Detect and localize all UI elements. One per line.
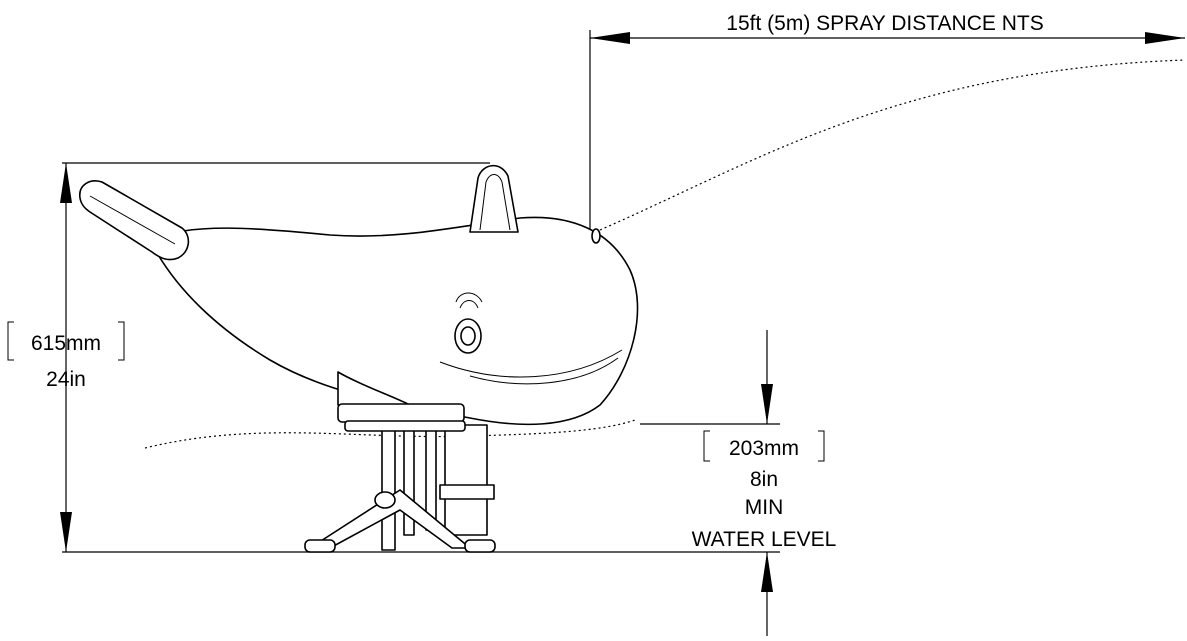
water-metric-label: 203mm [729, 437, 799, 460]
whale-dorsal-fin [469, 164, 519, 233]
stand-clamp [439, 484, 495, 500]
whale-pupil [460, 326, 476, 346]
height-bracket-right [118, 321, 125, 361]
water-level-label: WATER LEVEL [692, 528, 837, 551]
whale-tail [79, 180, 190, 261]
arrow-right-icon [1145, 32, 1185, 44]
spray-trajectory [599, 59, 1186, 231]
height-dimension: 615mm 24in [7, 162, 490, 552]
water-min-label: MIN [745, 496, 784, 519]
whale-mouth [439, 349, 623, 378]
arrow-left-icon [590, 32, 630, 44]
whale-dorsal-inner [479, 174, 511, 231]
arrow-down-icon [761, 384, 773, 424]
whale-seat-base [344, 420, 466, 432]
whale-seat [337, 403, 465, 423]
height-bracket-left [7, 321, 14, 361]
stand-post [381, 429, 396, 551]
water-level-dimension: 203mm 8in MIN WATER LEVEL [640, 330, 836, 636]
whale-stand [304, 424, 496, 553]
whale-body [149, 216, 639, 426]
whale-brow-icon [455, 292, 483, 303]
stand-foot [464, 539, 496, 553]
stand-bolt [374, 491, 396, 509]
height-metric-label: 615mm [31, 332, 101, 355]
height-imperial-label: 24in [46, 368, 86, 391]
water-bracket-left [703, 430, 710, 462]
spray-distance-dimension: 15ft (5m) SPRAY DISTANCE NTS [589, 12, 1185, 232]
whale-nozzle [591, 228, 601, 244]
whale-tail-edge [89, 195, 176, 245]
water-bracket-right [818, 430, 825, 462]
water-imperial-label: 8in [750, 468, 778, 491]
whale-illustration [79, 164, 639, 553]
whale-brow-inner [459, 300, 479, 309]
arrow-up-icon [60, 163, 72, 203]
stand-foot [304, 539, 336, 553]
whale-mouth-lower [469, 357, 619, 385]
spray-distance-label: 15ft (5m) SPRAY DISTANCE NTS [726, 12, 1043, 35]
stand-column [444, 424, 488, 536]
arrow-down-icon [60, 512, 72, 552]
arrow-up-icon [761, 552, 773, 592]
